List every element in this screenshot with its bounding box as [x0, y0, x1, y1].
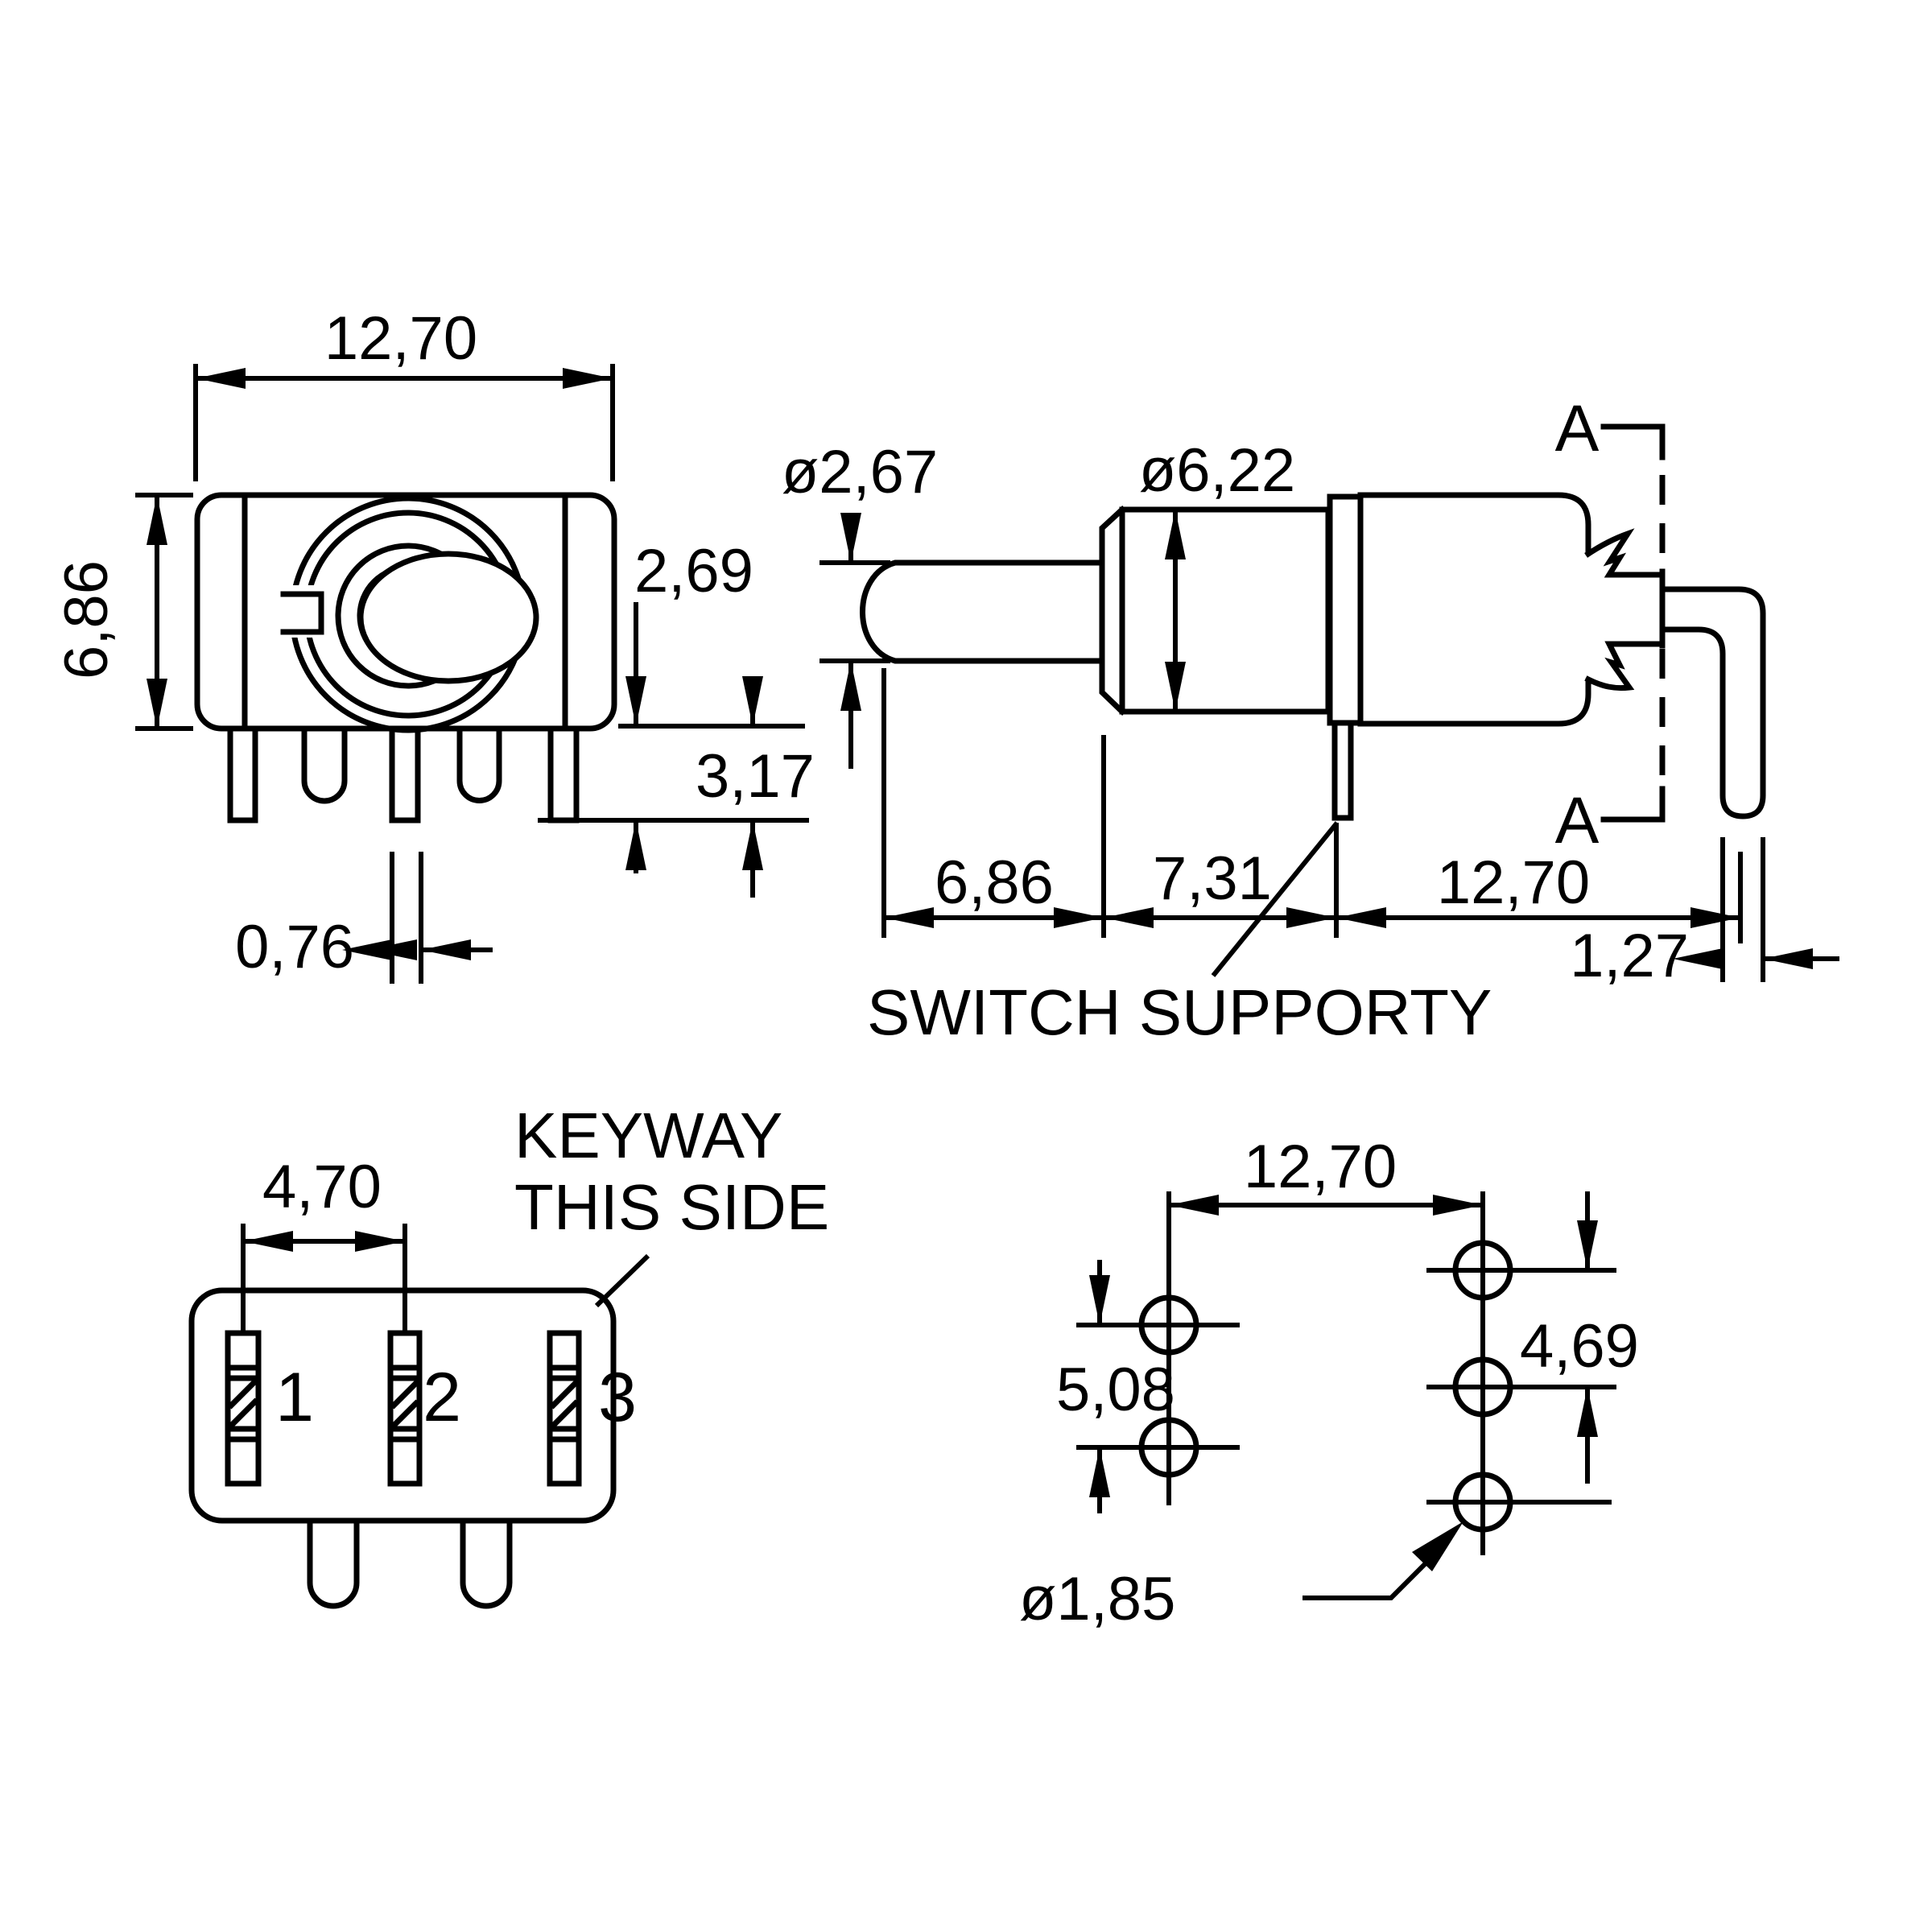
pcb-dim-left-pitch: 5,08: [1056, 1260, 1175, 1513]
side-actuator: [860, 559, 1104, 664]
front-dim-height-text: 6,86: [52, 560, 121, 679]
front-view: 12,70 6,86 2,69 3,17: [52, 304, 815, 984]
front-dim-width: 12,70: [193, 304, 615, 481]
pcb-dim-hole-dia-text: ø1,85: [1019, 1565, 1175, 1633]
front-dim-width-text: 12,70: [324, 304, 477, 373]
front-dim-pin-width: 0,76: [235, 852, 493, 984]
pcb-dim-right-pitch-text: 4,69: [1520, 1312, 1639, 1381]
front-pin-1: [227, 725, 258, 824]
keyway-label-line2: THIS SIDE: [514, 1171, 829, 1243]
support-leader-line: [1211, 821, 1340, 977]
keyway-label-line1: KEYWAY: [514, 1100, 782, 1171]
side-dim-actuator-dia-text: ø2,67: [782, 438, 938, 506]
bottom-view: 1 2 3 4,70 KEYWAY THIS SIDE: [188, 1100, 829, 1609]
side-dim-pin-thickness-text: 1,27: [1570, 922, 1689, 990]
section-a-a: A A: [1555, 392, 1666, 857]
side-dim-actuator-dia: ø2,67: [782, 438, 938, 769]
terminal-number-1: 1: [275, 1359, 314, 1436]
front-pin-5: [547, 725, 580, 824]
side-view: A A ø2,67 ø6,22: [782, 392, 1839, 1048]
front-dim-pin-width-text: 0,76: [235, 913, 354, 981]
toggle-lever: [357, 551, 539, 684]
front-pin-3: [389, 725, 421, 824]
front-dim-offset-text: 2,69: [634, 537, 753, 605]
terminal-number-2: 2: [423, 1359, 461, 1436]
bushing-chamfer: [1099, 506, 1126, 716]
terminal-number-3: 3: [598, 1359, 637, 1436]
front-pin-4: [456, 725, 502, 803]
terminal-slot-2: [387, 1330, 423, 1487]
mounting-flange: [1327, 493, 1364, 726]
pcb-hole-pattern: 12,70 5,08 4,69 ø1,85: [1019, 1133, 1639, 1633]
bushing-body: [1119, 506, 1333, 715]
side-dim-bushing-dia-text: ø6,22: [1139, 436, 1295, 505]
pcb-dim-column-spacing: 12,70: [1169, 1133, 1483, 1216]
break-jag-upper: [1584, 528, 1666, 578]
switch-support-tab: [1331, 720, 1354, 821]
side-dim-pin-thickness: 1,27: [1570, 837, 1839, 990]
side-dim-actuator-length-text: 6,86: [935, 848, 1054, 917]
pcb-dim-hole-dia: ø1,85: [1019, 1521, 1463, 1633]
side-body-outline: [1357, 492, 1591, 727]
ring-slot: [280, 591, 324, 635]
front-dim-protrusion-text: 3,17: [696, 742, 815, 811]
section-label-bottom: A: [1555, 784, 1600, 857]
front-pin-2: [301, 725, 348, 804]
bottom-dim-terminal-pitch: 4,70: [241, 1153, 407, 1333]
bent-terminal-pin: [1659, 586, 1766, 819]
side-dim-bushing-length-text: 7,31: [1153, 844, 1272, 913]
terminal-slot-3: [547, 1330, 582, 1487]
break-jag-lower: [1584, 641, 1666, 691]
bottom-pin-right: [460, 1517, 513, 1609]
support-label-text: SWITCH SUPPORTY: [867, 976, 1492, 1048]
front-dim-offset-protrusion: 2,69 3,17: [538, 537, 815, 898]
bottom-pin-left: [307, 1517, 360, 1609]
side-dim-chain: 6,86 7,31 12,70: [881, 668, 1743, 943]
side-dim-body-length-text: 12,70: [1437, 848, 1590, 917]
pcb-dim-right-pitch: 4,69: [1520, 1191, 1639, 1484]
terminal-slot-1: [225, 1330, 262, 1487]
section-bracket-top: [1600, 423, 1666, 460]
section-label-top: A: [1555, 392, 1600, 465]
pcb-dim-column-spacing-text: 12,70: [1244, 1133, 1397, 1201]
bottom-dim-terminal-pitch-text: 4,70: [262, 1153, 382, 1221]
section-bracket-bottom: [1600, 786, 1666, 823]
side-dim-bushing-dia: ø6,22: [1139, 436, 1295, 712]
pcb-dim-left-pitch-text: 5,08: [1056, 1356, 1175, 1424]
front-dim-height: 6,86: [52, 493, 193, 731]
keyway-leader-line: [594, 1253, 650, 1308]
